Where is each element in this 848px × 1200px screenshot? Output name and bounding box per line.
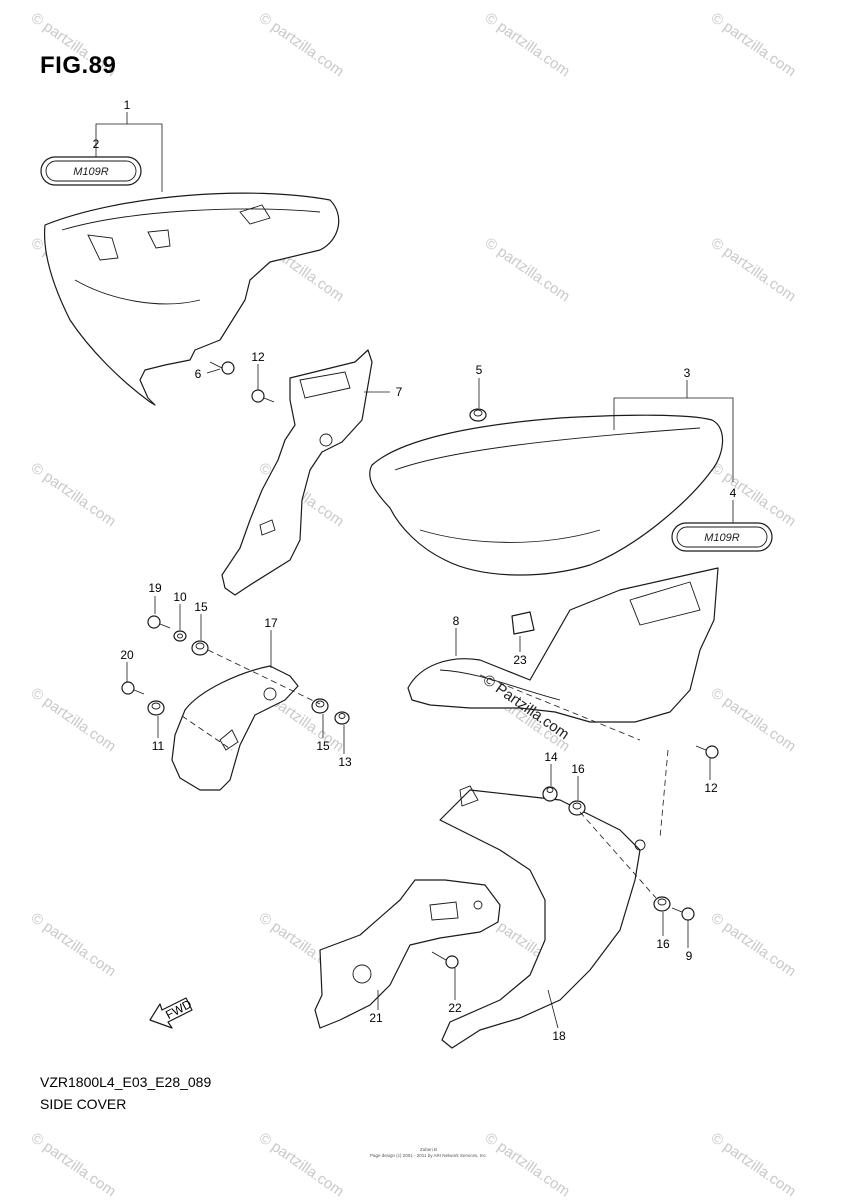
callout-6[interactable]: 6 <box>195 367 202 381</box>
watermark-text: © partzilla.com <box>708 9 799 80</box>
callout-5[interactable]: 5 <box>476 363 483 377</box>
figure-title-top: FIG.89 <box>40 52 117 79</box>
callout-21[interactable]: 21 <box>369 1011 383 1025</box>
watermark-text: © partzilla.com <box>708 459 799 530</box>
callout-1[interactable]: 1 <box>124 98 131 112</box>
forward-direction-arrow: FWD <box>149 997 194 1029</box>
callout-12-upper[interactable]: 12 <box>251 350 265 364</box>
front-bracket[interactable] <box>221 349 373 596</box>
watermark-text: © partzilla.com <box>482 1129 573 1200</box>
screw-9[interactable] <box>671 907 695 921</box>
watermark-text: © partzilla.com <box>708 234 799 305</box>
callout-2[interactable]: 2 <box>93 137 100 151</box>
left-cover-panel[interactable] <box>171 665 299 791</box>
emblem-left[interactable]: M109R <box>40 156 142 186</box>
forward-label: FWD <box>163 997 194 1022</box>
grommet-11[interactable] <box>147 700 165 716</box>
watermark-text: © partzilla.com <box>256 1129 347 1200</box>
emblem-right[interactable]: M109R <box>671 522 773 552</box>
watermark-text: © partzilla.com <box>28 684 119 755</box>
screw-20[interactable] <box>121 681 145 695</box>
fasteners[interactable] <box>121 361 719 969</box>
callout-15-right[interactable]: 15 <box>316 739 330 753</box>
watermark-text: © partzilla.com <box>708 1129 799 1200</box>
watermark-text: © partzilla.com <box>28 459 119 530</box>
watermark-text: © partzilla.com <box>482 9 573 80</box>
callout-10[interactable]: 10 <box>173 590 187 604</box>
callout-22[interactable]: 22 <box>448 1001 462 1015</box>
model-code: VZR1800L4_E03_E28_089 <box>40 1074 212 1090</box>
watermark-text: © partzilla.com <box>256 9 347 80</box>
assembly-lines <box>181 649 669 899</box>
callout-9[interactable]: 9 <box>686 949 693 963</box>
grommet-15-right[interactable] <box>311 698 329 714</box>
right-mounting-bracket[interactable] <box>407 567 719 723</box>
callout-20[interactable]: 20 <box>120 648 134 662</box>
callout-11[interactable]: 11 <box>152 739 165 753</box>
screw-12-upper[interactable] <box>251 389 275 403</box>
callout-17[interactable]: 17 <box>264 616 278 630</box>
watermark-text: © partzilla.com <box>28 909 119 980</box>
screw-19[interactable] <box>147 615 171 629</box>
collar-13[interactable] <box>334 711 350 725</box>
callout-16-lower[interactable]: 16 <box>656 937 670 951</box>
section-title: SIDE COVER <box>40 1096 127 1112</box>
washer-10[interactable] <box>173 630 187 642</box>
callout-16-upper[interactable]: 16 <box>571 762 585 776</box>
emblem-right-text: M109R <box>704 532 740 544</box>
callout-7[interactable]: 7 <box>396 385 403 399</box>
lower-cover[interactable] <box>439 785 646 1049</box>
left-side-cover[interactable] <box>43 192 340 406</box>
grommet-16-upper[interactable] <box>568 800 586 816</box>
leader-lines <box>95 112 734 1029</box>
grommet-16-lower[interactable] <box>653 896 671 912</box>
callout-13[interactable]: 13 <box>338 755 352 769</box>
watermark-text: © partzilla.com <box>708 909 799 980</box>
callout-8[interactable]: 8 <box>453 614 460 628</box>
callout-3[interactable]: 3 <box>684 366 691 380</box>
watermark-text: © partzilla.com <box>482 234 573 305</box>
credit-line-2: Page design (c) 2001 - 2011 by ARI Netwo… <box>370 1153 487 1158</box>
callout-18[interactable]: 18 <box>552 1029 566 1043</box>
callout-14[interactable]: 14 <box>544 750 558 764</box>
callout-15-left[interactable]: 15 <box>194 600 208 614</box>
callout-labels: 1 2 3 4 5 6 7 8 9 10 11 12 12 13 14 15 1… <box>93 98 737 1043</box>
grommet-5[interactable] <box>469 408 487 422</box>
page-credit: Zuberi B Page design (c) 2001 - 2011 by … <box>370 1147 487 1159</box>
pad-23[interactable] <box>511 611 535 635</box>
watermark-text: © partzilla.com <box>708 684 799 755</box>
screw-6[interactable] <box>209 361 235 375</box>
collar-14[interactable] <box>542 786 558 802</box>
callout-12-right[interactable]: 12 <box>704 781 718 795</box>
grommet-15-left[interactable] <box>191 640 209 656</box>
screw-12-right[interactable] <box>695 745 719 759</box>
credit-line-1: Zuberi B <box>419 1147 437 1152</box>
watermark-text: © partzilla.com <box>28 1129 119 1200</box>
lower-bracket-plate[interactable] <box>314 879 501 1029</box>
right-side-cover[interactable] <box>369 414 724 576</box>
callout-23[interactable]: 23 <box>513 653 527 667</box>
callout-4[interactable]: 4 <box>730 486 737 500</box>
callout-19[interactable]: 19 <box>148 581 162 595</box>
bolt-22[interactable] <box>431 951 459 969</box>
emblem-left-text: M109R <box>73 166 109 178</box>
